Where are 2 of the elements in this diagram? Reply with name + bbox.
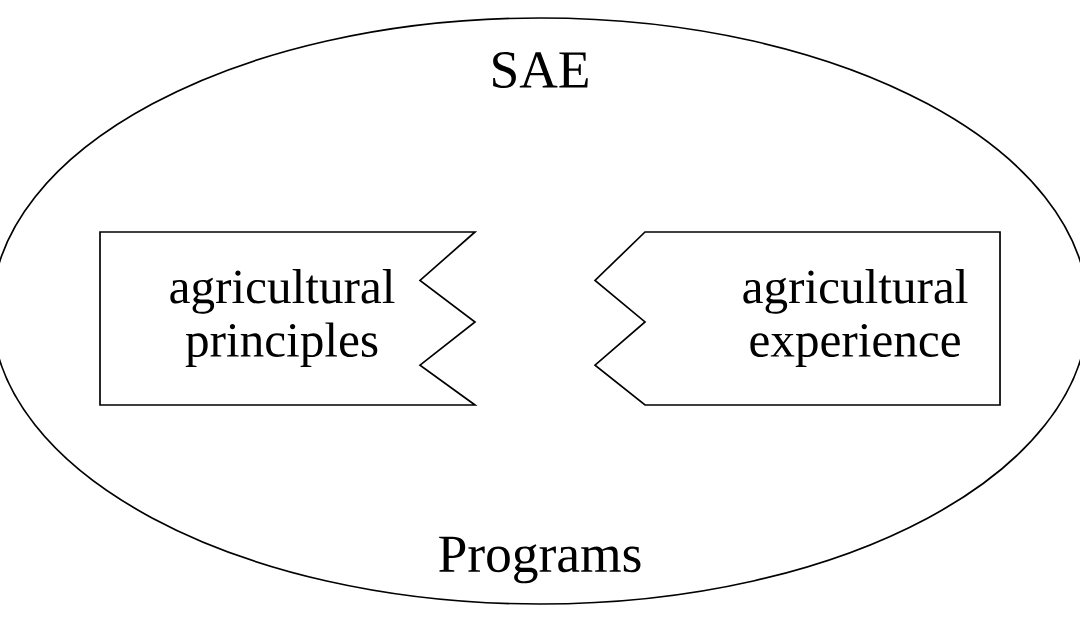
notched-box: agricultural experience (593, 231, 1001, 406)
notched-box: agricultural principles (99, 231, 478, 406)
